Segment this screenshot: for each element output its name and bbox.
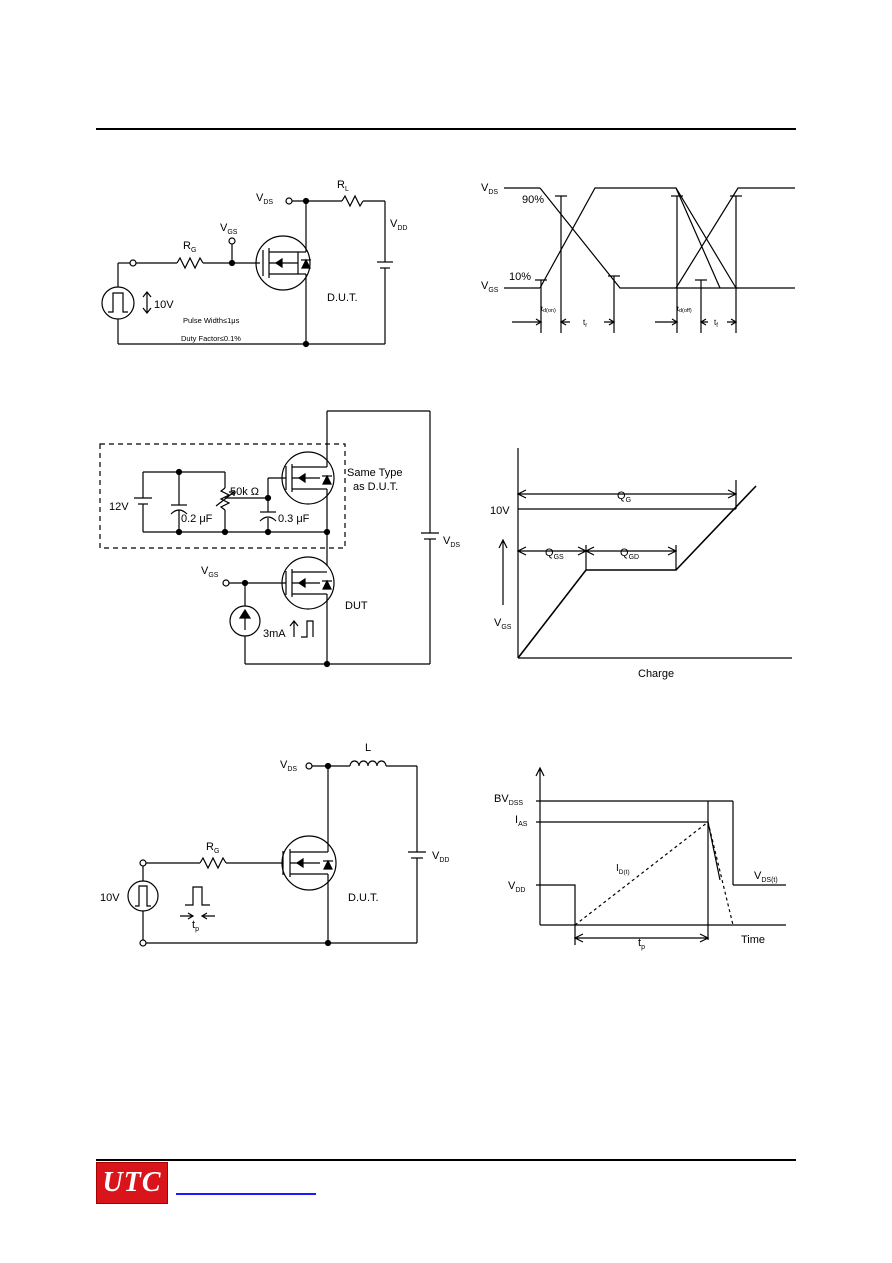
switching-waveforms xyxy=(504,187,795,333)
svg-text:BVDSS: BVDSS xyxy=(494,793,523,807)
fig3-0-3uf-label: 0.3 μF xyxy=(278,513,310,525)
svg-text:tf: tf xyxy=(714,318,718,329)
fig3-12v-label: 12V xyxy=(109,501,129,513)
avalanche-test-circuit xyxy=(127,760,426,947)
website-link-underline[interactable] xyxy=(176,1193,316,1195)
svg-text:VGS: VGS xyxy=(494,617,512,631)
fig2-td-off-label: t xyxy=(677,306,679,313)
svg-text:tp: tp xyxy=(638,937,645,951)
fig2-vgs-label: V xyxy=(481,280,489,292)
fig3-same-type-label: Same Type xyxy=(347,467,402,479)
svg-text:IAS: IAS xyxy=(515,814,528,828)
fig5-tp-label: t xyxy=(192,919,195,931)
svg-text:VDS: VDS xyxy=(481,182,498,196)
fig2-td-on-label: t xyxy=(541,306,543,313)
fig1-vds-label: V xyxy=(256,192,264,204)
fig1-rg-label: R xyxy=(183,240,191,252)
fig5-dut-label: D.U.T. xyxy=(348,892,379,904)
gate-charge-test-circuit xyxy=(99,410,439,668)
svg-text:ID(t): ID(t) xyxy=(616,863,630,876)
avalanche-waveform xyxy=(535,766,786,945)
fig1-dut-label: D.U.T. xyxy=(327,292,358,304)
fig5-vdd-label: V xyxy=(432,850,440,862)
fig6-id-label: I xyxy=(616,863,619,874)
fig3-0-2uf-label: 0.2 μF xyxy=(181,513,213,525)
fig5-10v-label: 10V xyxy=(100,892,120,904)
fig1-pulse-width: Pulse Width≤1μs xyxy=(183,316,240,325)
fig1-pulse-amplitude: 10V xyxy=(154,299,174,311)
fig6-time-label: Time xyxy=(741,934,765,946)
fig2-vds-label: V xyxy=(481,182,489,194)
svg-text:QGD: QGD xyxy=(620,547,639,561)
svg-text:RG: RG xyxy=(183,240,196,254)
fig4-charge-label: Charge xyxy=(638,668,674,680)
gate-charge-waveform xyxy=(498,448,792,659)
svg-text:VDS: VDS xyxy=(256,192,273,206)
header-rule xyxy=(96,128,796,130)
fig3-vgs-label: V xyxy=(201,565,209,577)
svg-text:tr: tr xyxy=(583,318,587,329)
svg-text:VDS: VDS xyxy=(280,759,297,773)
svg-text:VDD: VDD xyxy=(508,880,525,894)
svg-text:VDS: VDS xyxy=(443,535,460,549)
fig6-vdst-label: V xyxy=(754,870,762,882)
fig3-vds-label: V xyxy=(443,535,451,547)
fig4-qgs-label: Q xyxy=(545,547,554,559)
svg-text:td(on): td(on) xyxy=(541,306,556,314)
fig4-qg-label: Q xyxy=(617,490,626,502)
fig6-ias-label: I xyxy=(515,814,518,826)
fig1-rl-label: R xyxy=(337,179,345,191)
footer-rule xyxy=(96,1159,796,1161)
svg-text:VGS: VGS xyxy=(220,222,238,236)
svg-text:VGS: VGS xyxy=(201,565,219,579)
fig3-as-dut-label: as D.U.T. xyxy=(353,481,398,493)
svg-text:VDS(t): VDS(t) xyxy=(754,870,778,884)
svg-text:QG: QG xyxy=(617,490,631,504)
fig5-vds-label: V xyxy=(280,759,288,771)
fig1-vdd-label: V xyxy=(390,218,398,230)
utc-logo-text: UTC xyxy=(102,1167,162,1198)
fig3-50k-label: 50k Ω xyxy=(230,486,259,498)
fig2-tf-label: t xyxy=(714,318,717,327)
fig4-10v-label: 10V xyxy=(490,505,510,517)
fig4-qgd-label: Q xyxy=(620,547,629,559)
fig1-vgs-label: V xyxy=(220,222,228,234)
fig5-rg-label: R xyxy=(206,841,214,853)
svg-text:td(off): td(off) xyxy=(677,306,692,314)
fig6-tp-label: t xyxy=(638,937,641,949)
fig2-tr-label: t xyxy=(583,318,586,327)
svg-text:RL: RL xyxy=(337,179,349,193)
fig1-duty-factor: Duty Factor≤0.1% xyxy=(181,334,241,343)
fig3-dut-label: DUT xyxy=(345,600,368,612)
svg-text:VDD: VDD xyxy=(432,850,449,864)
fig6-bvdss-label: BV xyxy=(494,793,509,805)
svg-text:VDD: VDD xyxy=(390,218,407,232)
svg-text:RG: RG xyxy=(206,841,219,855)
fig3-3ma-label: 3mA xyxy=(263,628,286,640)
fig4-vgs-label: V xyxy=(494,617,502,629)
fig2-90pct-label: 90% xyxy=(522,194,544,206)
svg-text:QGS: QGS xyxy=(545,547,564,561)
fig5-l-label: L xyxy=(365,742,371,754)
switching-test-circuit xyxy=(101,194,393,348)
svg-text:VGS: VGS xyxy=(481,280,499,294)
fig2-10pct-label: 10% xyxy=(509,271,531,283)
fig6-vdd-label: V xyxy=(508,880,516,892)
utc-logo: UTC xyxy=(96,1162,168,1204)
svg-text:tp: tp xyxy=(192,919,199,933)
